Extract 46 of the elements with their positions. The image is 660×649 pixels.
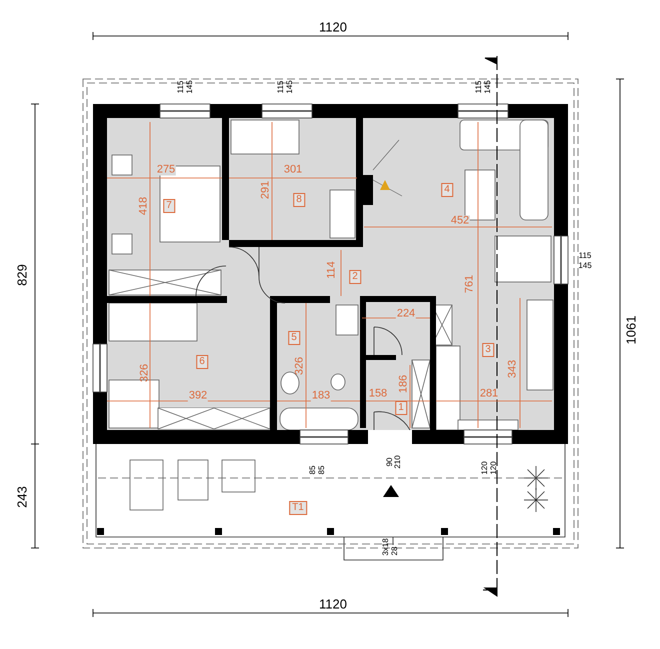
window-size-text: 115: [578, 252, 592, 260]
dimension-text: 281: [478, 388, 500, 400]
window-size-text: 145: [484, 80, 492, 94]
dimension-text: 183: [310, 390, 332, 402]
window-size-text: 115: [277, 80, 285, 94]
room-number: 6: [196, 355, 208, 369]
window-size-text: 90: [386, 458, 394, 466]
room-number: 7: [163, 199, 175, 213]
window-size-text: 115: [475, 80, 483, 94]
window-size-text: 115: [177, 80, 185, 94]
dimension-text: 224: [396, 308, 416, 320]
dimension-text: 418: [138, 196, 150, 216]
window-size-text: 85: [318, 466, 326, 474]
window-size-text: 145: [578, 262, 592, 270]
dimension-text: 1061: [624, 316, 638, 344]
dimension-text: 326: [140, 362, 150, 384]
room-number: 5: [288, 331, 300, 345]
dimension-text: 343: [508, 358, 518, 380]
room-number: 1: [395, 401, 407, 415]
room-number: T1: [289, 501, 307, 515]
dimension-text: 186: [398, 374, 410, 394]
dimension-text: 829: [16, 264, 28, 286]
dimension-text: 243: [16, 486, 28, 508]
dimension-text: 158: [368, 388, 388, 400]
dimension-text: 452: [450, 216, 470, 226]
window-size-text: 28: [391, 546, 399, 556]
dimension-text: 326: [294, 356, 306, 376]
room-number: 3: [482, 343, 494, 357]
dimension-text: 114: [326, 260, 338, 280]
window-size-text: 85: [309, 466, 317, 474]
dimension-text: 392: [188, 390, 208, 402]
window-size-text: 210: [394, 455, 402, 469]
dimension-text: 301: [282, 164, 304, 176]
room-number: 2: [349, 270, 361, 284]
dimension-text: 291: [260, 180, 272, 200]
room-number: 4: [441, 183, 453, 197]
dimension-text: 1120: [319, 598, 347, 610]
dimension-text: 761: [464, 274, 476, 294]
window-size-text: 145: [286, 80, 294, 94]
window-size-text: 120: [481, 461, 489, 475]
dimension-text: 1120: [319, 20, 347, 34]
window-size-text: 145: [186, 80, 194, 94]
window-size-text: 3x18: [382, 538, 390, 556]
room-number: 8: [293, 193, 305, 207]
dimension-text: 275: [156, 164, 176, 176]
window-size-text: 120: [490, 461, 498, 475]
